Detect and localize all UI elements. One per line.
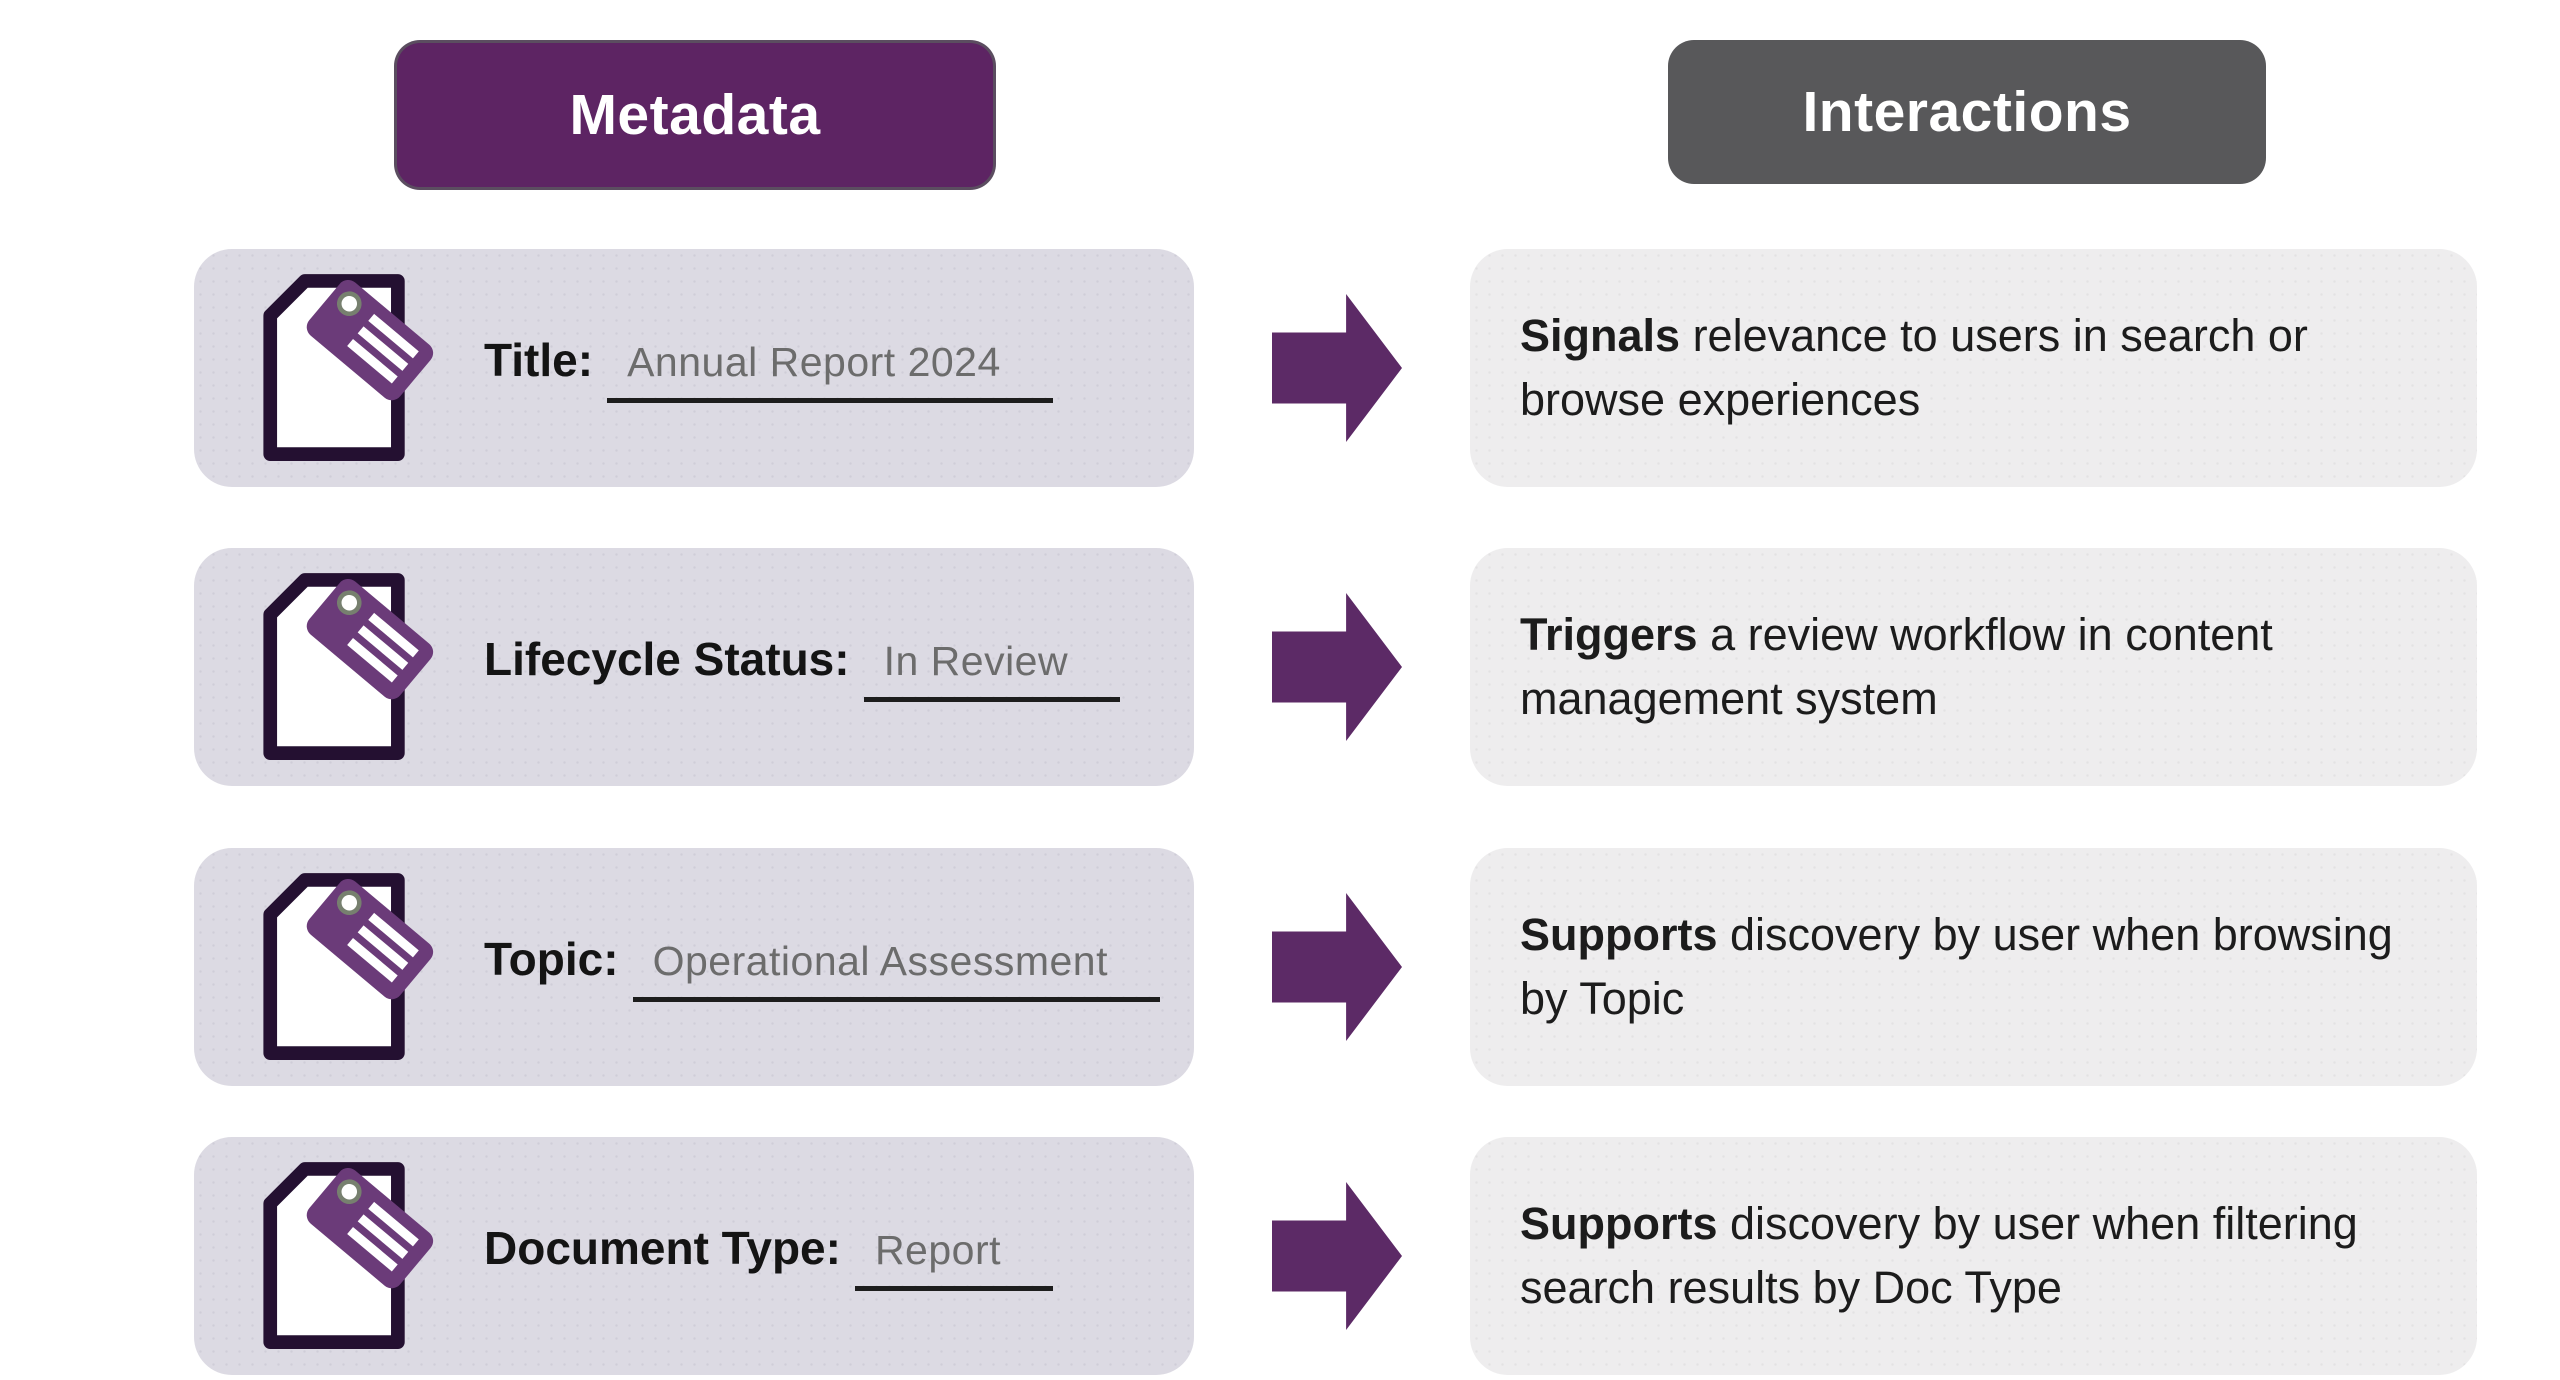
field-value: Operational Assessment [632,938,1160,1002]
right-arrow-icon [1272,893,1402,1041]
metadata-field: Lifecycle Status: In Review [484,632,1121,702]
field-label: Document Type: [484,1222,841,1274]
field-value: Annual Report 2024 [607,339,1053,403]
interaction-keyword: Triggers [1520,609,1698,661]
row-lifecycle-status: Lifecycle Status: In Review Triggers a r… [0,548,2560,786]
right-arrow-icon [1272,1182,1402,1330]
interaction-keyword: Supports [1520,1198,1718,1250]
interaction-card-title: Signals relevance to users in search or … [1470,249,2477,487]
right-arrow-icon [1272,593,1402,741]
interaction-text: Triggers a review workflow in content ma… [1470,603,2477,731]
document-tag-icon [252,270,448,466]
document-tag-icon [252,1158,448,1354]
interaction-description: a review workflow in content management … [1520,609,2273,724]
interaction-description: relevance to users in search or browse e… [1520,310,2308,425]
field-label: Title: [484,334,594,386]
interaction-text: Supports discovery by user when browsing… [1470,903,2477,1031]
interaction-description: discovery by user when filtering search … [1520,1198,2358,1313]
document-tag-icon [252,869,448,1065]
metadata-field: Topic: Operational Assessment [484,932,1160,1002]
right-arrow-icon [1272,294,1402,442]
row-title: Title: Annual Report 2024 Signals releva… [0,249,2560,487]
field-value: Report [854,1227,1054,1291]
field-label: Topic: [484,933,619,985]
interaction-text: Supports discovery by user when filterin… [1470,1192,2477,1320]
interaction-keyword: Supports [1520,909,1718,961]
interactions-header-badge: Interactions [1668,40,2266,184]
metadata-field: Title: Annual Report 2024 [484,333,1053,403]
interaction-card-topic: Supports discovery by user when browsing… [1470,848,2477,1086]
interaction-card-lifecycle-status: Triggers a review workflow in content ma… [1470,548,2477,786]
metadata-header-badge: Metadata [394,40,996,190]
interactions-header-label: Interactions [1802,80,2132,144]
metadata-card-topic: Topic: Operational Assessment [194,848,1194,1086]
interaction-description: discovery by user when browsing by Topic [1520,909,2393,1024]
metadata-field: Document Type: Report [484,1221,1054,1291]
interaction-keyword: Signals [1520,310,1681,362]
interaction-card-document-type: Supports discovery by user when filterin… [1470,1137,2477,1375]
document-tag-icon [252,569,448,765]
metadata-card-lifecycle-status: Lifecycle Status: In Review [194,548,1194,786]
field-label: Lifecycle Status: [484,633,850,685]
field-value: In Review [863,638,1121,702]
metadata-card-title: Title: Annual Report 2024 [194,249,1194,487]
row-document-type: Document Type: Report Supports discovery… [0,1137,2560,1375]
metadata-card-document-type: Document Type: Report [194,1137,1194,1375]
metadata-header-label: Metadata [569,83,821,147]
row-topic: Topic: Operational Assessment Supports d… [0,848,2560,1086]
interaction-text: Signals relevance to users in search or … [1470,304,2477,432]
